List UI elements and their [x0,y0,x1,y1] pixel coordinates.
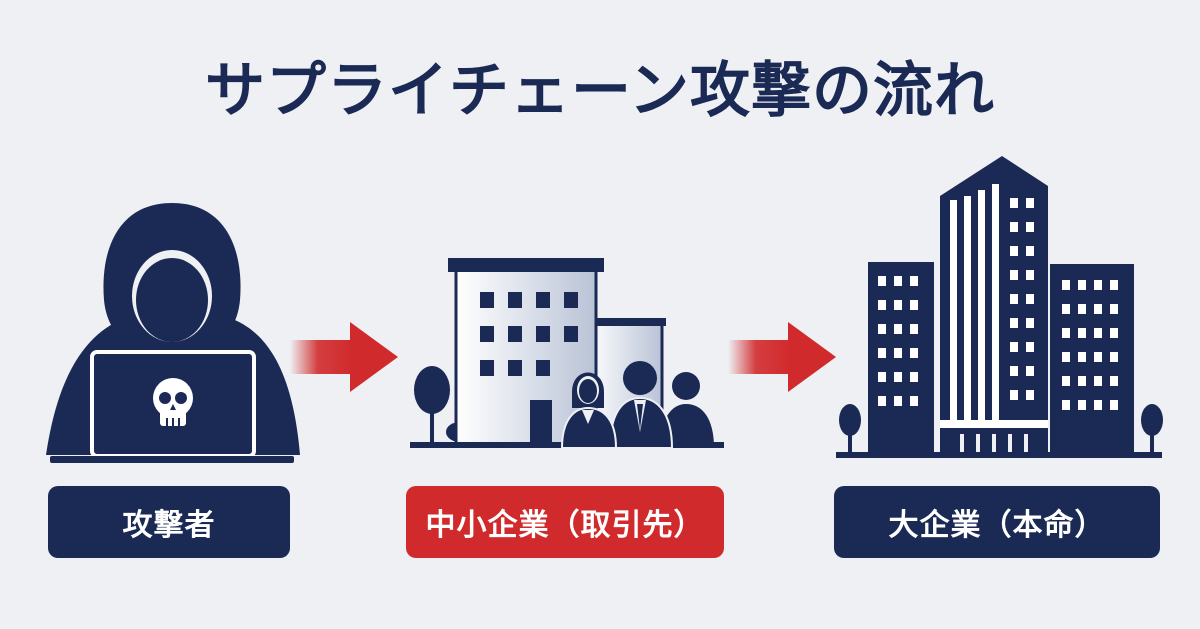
diagram-title: サプライチェーン攻撃の流れ [205,56,995,126]
people-group-icon [560,361,714,449]
attacker-label: 攻撃者 [48,486,290,558]
red-arrow-icon [728,322,836,392]
skull-icon [153,378,193,426]
small-office-building-icon [410,258,724,449]
hooded-hacker-icon [46,203,300,463]
sme-label: 中小企業（取引先） [406,486,724,558]
enterprise-label: 大企業（本命） [834,486,1160,558]
red-arrow-icon [290,322,398,392]
skyscraper-icon [836,156,1163,458]
